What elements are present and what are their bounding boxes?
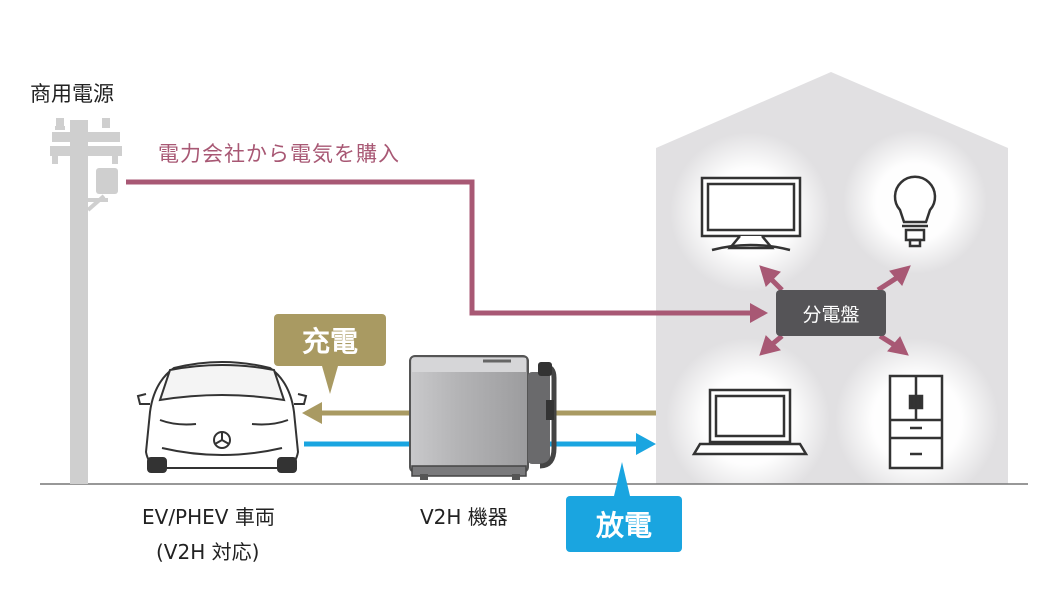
- discharge-badge-pointer: [614, 462, 630, 496]
- charge-badge-pointer: [322, 366, 338, 394]
- discharge-badge: 放電: [566, 496, 682, 552]
- tv-icon: [700, 176, 802, 252]
- purchase-power-line: [126, 179, 752, 316]
- refrigerator-icon: [888, 374, 944, 470]
- distribution-board: 分電盤: [776, 290, 886, 336]
- v2h-device-label: V2H 機器: [420, 505, 508, 529]
- light-bulb-icon: [893, 175, 937, 248]
- commercial-power-label: 商用電源: [30, 82, 114, 106]
- distribution-arrows: [759, 265, 911, 356]
- charge-badge: 充電: [274, 314, 386, 366]
- v2h-charger-icon: [409, 355, 557, 480]
- utility-pole-icon: [50, 118, 122, 484]
- vehicle-label-line2: (V2H 対応): [156, 540, 260, 564]
- car-icon: [136, 361, 308, 473]
- purchase-arrowhead: [750, 303, 768, 323]
- purchase-power-label: 電力会社から電気を購入: [158, 142, 400, 166]
- laptop-icon: [691, 388, 809, 456]
- vehicle-label-line1: EV/PHEV 車両: [142, 505, 275, 529]
